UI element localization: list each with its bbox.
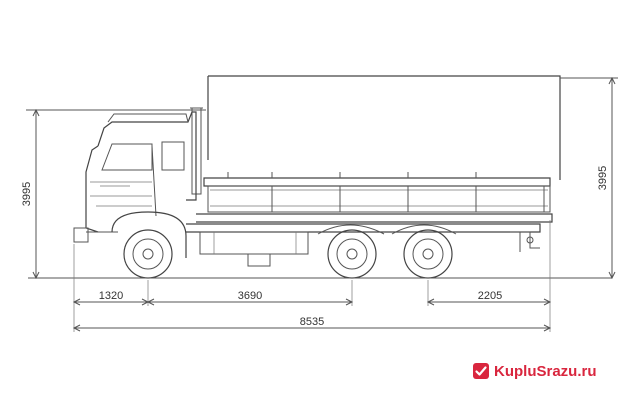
overall-length-dimension: 8535 [72, 316, 552, 332]
front-overhang-dimension: 1320 [72, 290, 150, 306]
rear-overhang-dimension: 2205 [426, 290, 552, 306]
height-dimension-left: 3995 [21, 108, 206, 280]
watermark-text: KupluSrazu.ru [494, 362, 597, 380]
height-dimension-right: 3995 [560, 76, 618, 280]
height-dimension-left-label: 3995 [21, 182, 33, 206]
wheelbase-dimension: 3690 [146, 290, 354, 306]
truck-illustration [73, 75, 561, 267]
rear-overhang-label: 2205 [478, 290, 502, 302]
wheelbase-label: 3690 [238, 290, 262, 302]
watermark: KupluSrazu.ru [472, 358, 597, 384]
checkbox-logo-icon [473, 363, 489, 379]
rear-wheel-2 [403, 229, 453, 279]
rear-wheel-1 [327, 229, 377, 279]
height-dimension-right-label: 3995 [597, 166, 609, 190]
front-overhang-label: 1320 [99, 290, 123, 302]
front-wheel [123, 229, 173, 279]
overall-length-label: 8535 [300, 316, 324, 328]
